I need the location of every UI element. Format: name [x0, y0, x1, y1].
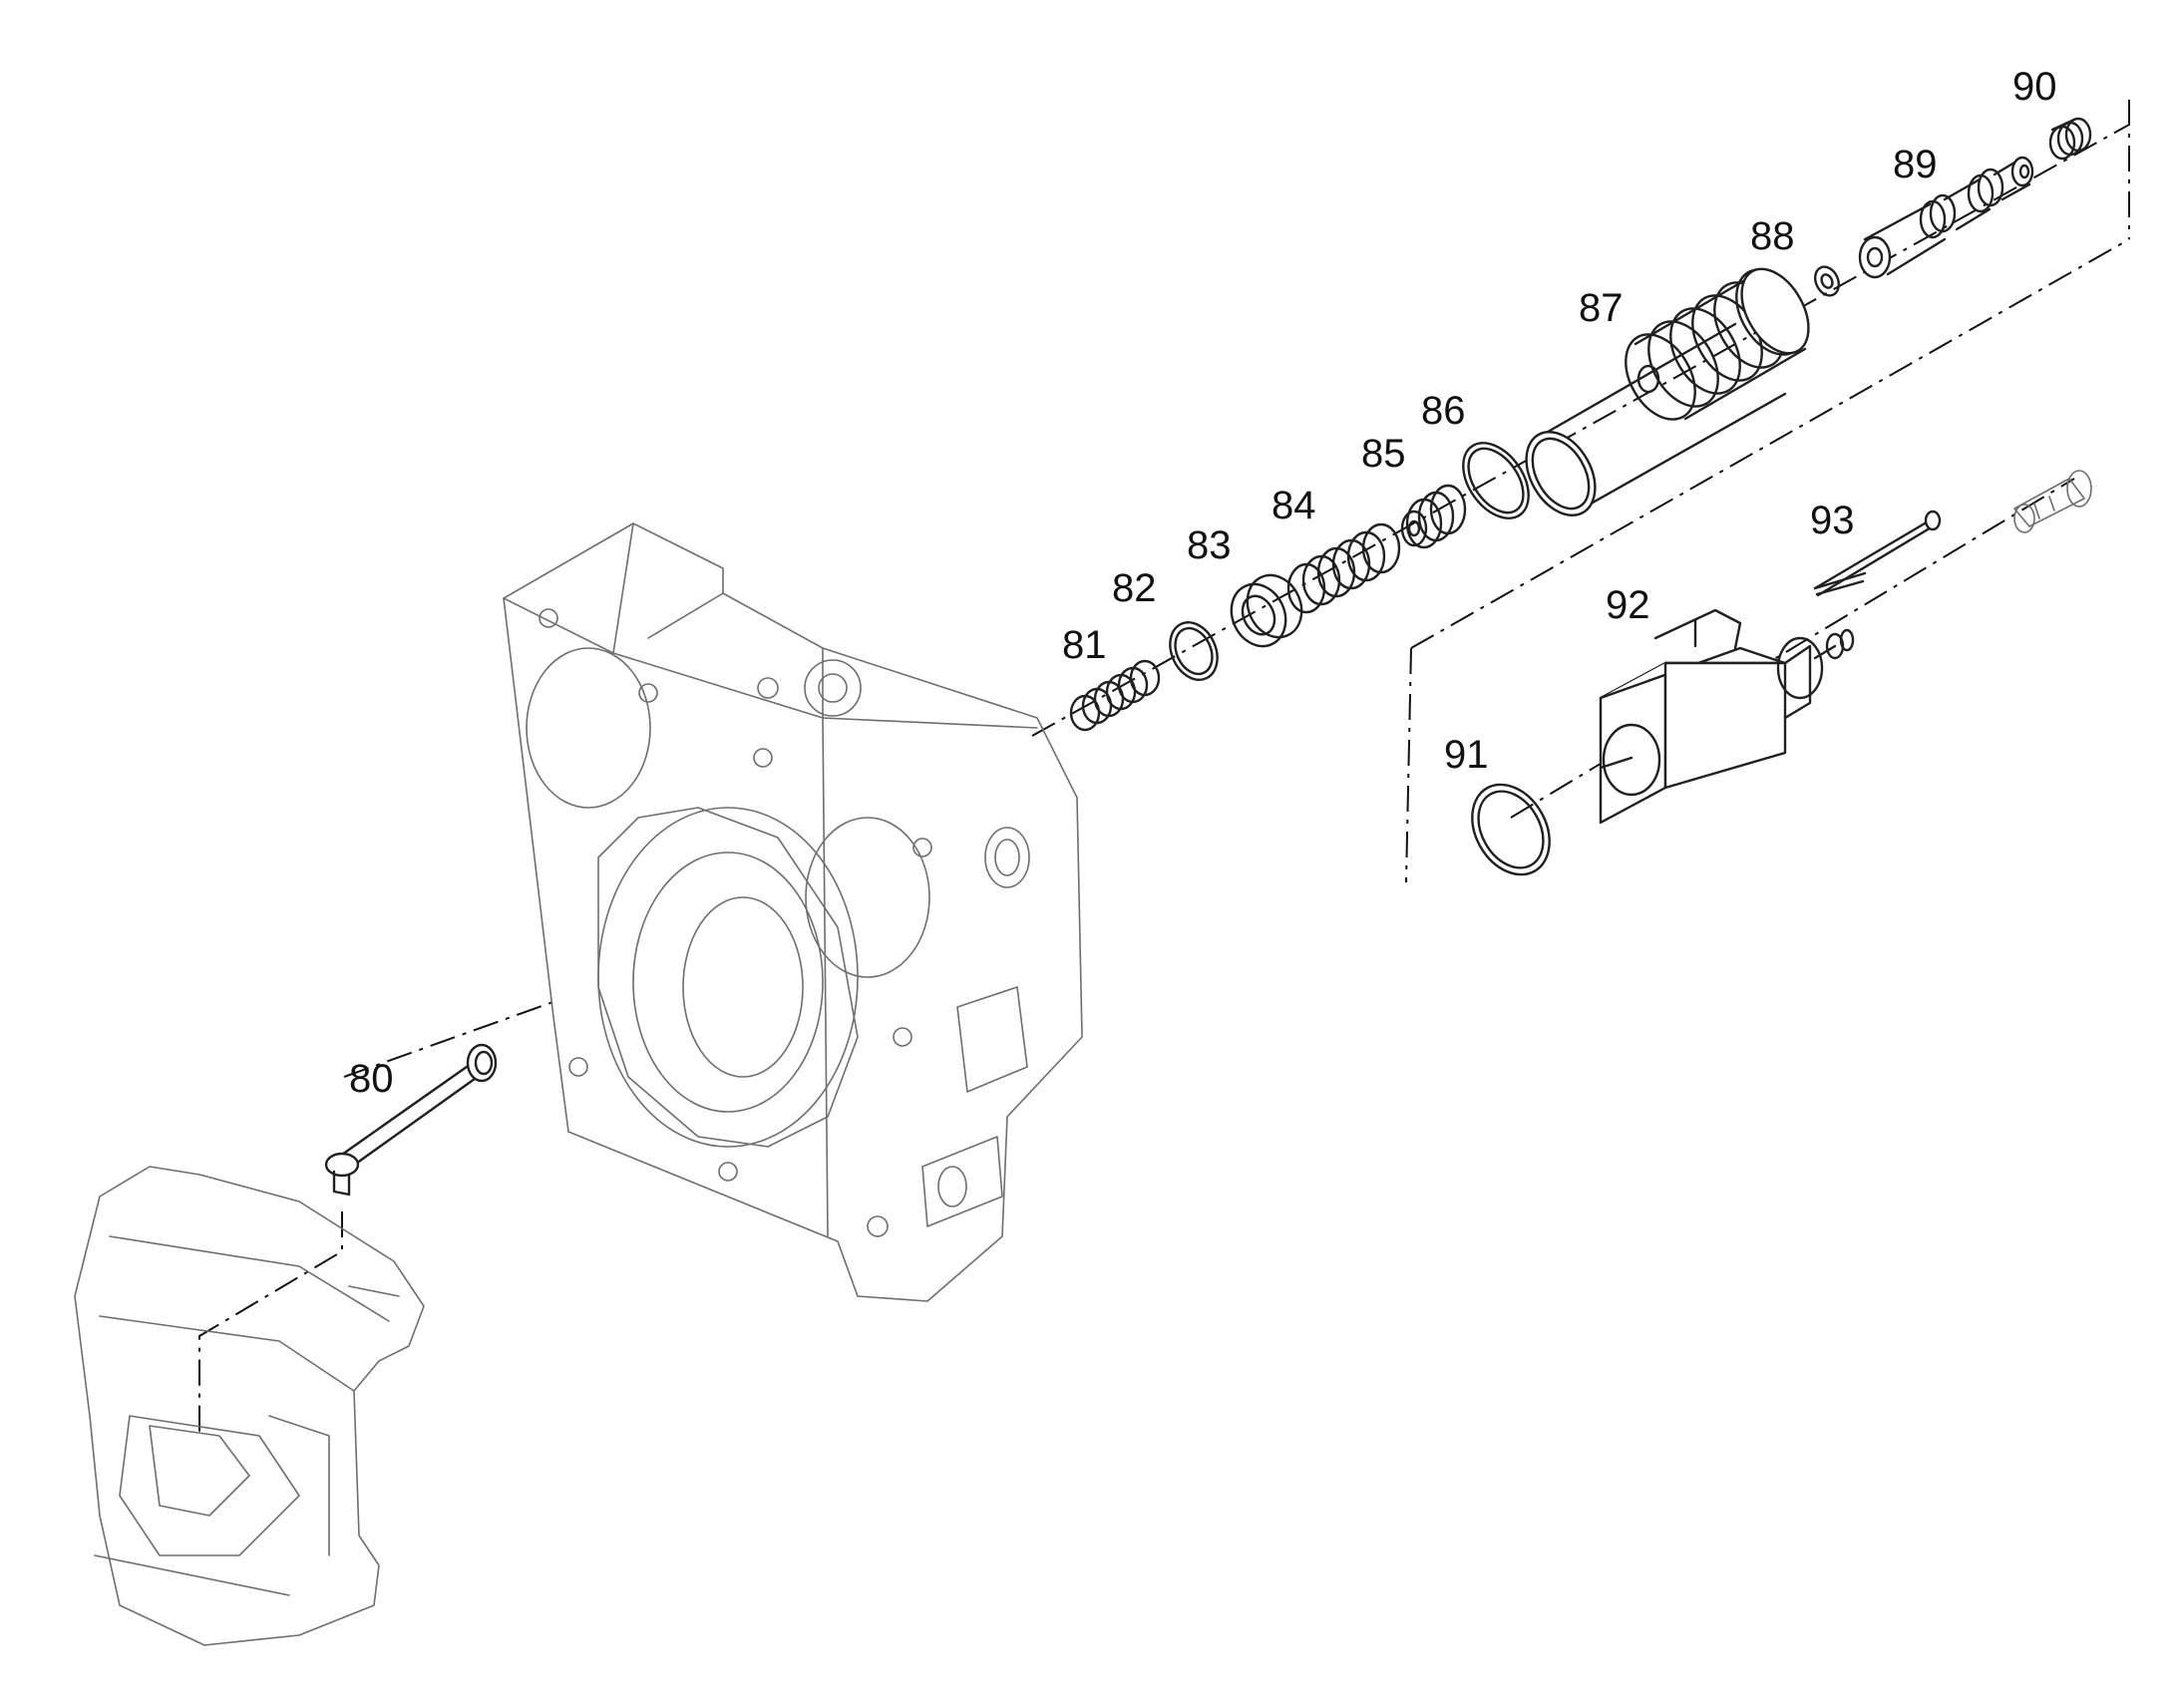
callout-86: 86 — [1421, 389, 1466, 433]
part-90-plug — [2048, 117, 2092, 161]
part-82-snap-ring — [1169, 621, 1219, 681]
callout-91: 91 — [1444, 733, 1489, 777]
part-83-bushing — [1230, 573, 1303, 648]
part-89-spool — [1858, 156, 2034, 279]
part-80-tube — [324, 1043, 498, 1196]
callout-93: 93 — [1810, 499, 1855, 542]
part-87-valve-sleeve — [1525, 267, 1810, 516]
callout-83: 83 — [1187, 523, 1232, 567]
part-91-o-ring — [1471, 783, 1551, 876]
part-93-screw — [1813, 510, 1942, 597]
callout-88: 88 — [1750, 214, 1795, 258]
callout-85: 85 — [1361, 432, 1406, 476]
callout-89: 89 — [1893, 143, 1938, 186]
callout-labels: 80 81 82 83 84 85 86 87 88 89 90 91 92 9… — [349, 65, 2057, 1101]
part-81-spring — [1069, 659, 1161, 732]
callout-92: 92 — [1606, 583, 1650, 627]
transmission-housing — [503, 522, 1083, 1302]
part-84-spring — [1286, 522, 1401, 614]
part-86-o-ring — [1462, 442, 1530, 519]
part-88-washer — [1813, 265, 1841, 297]
callout-87: 87 — [1579, 286, 1624, 330]
callout-81: 81 — [1062, 623, 1107, 667]
connector-cap — [2013, 470, 2092, 533]
part-92-solenoid — [1599, 608, 1855, 825]
callout-82: 82 — [1112, 566, 1157, 610]
part-85-piston — [1400, 484, 1467, 549]
callout-84: 84 — [1272, 484, 1316, 527]
lower-cover-housing — [74, 1166, 425, 1646]
assembly-axis-lines — [198, 100, 2130, 1436]
callout-90: 90 — [2012, 65, 2057, 109]
callout-80: 80 — [349, 1057, 394, 1101]
